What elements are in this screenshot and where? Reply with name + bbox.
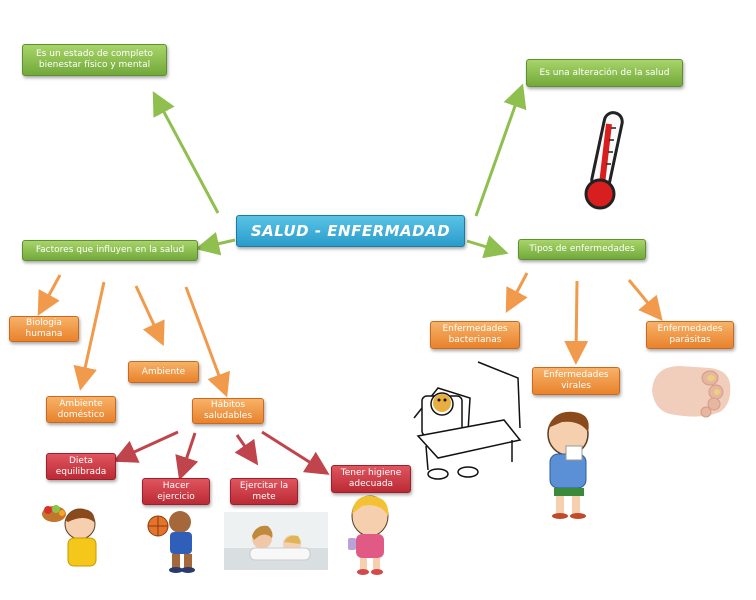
node-biologia[interactable]: Biologia humana (9, 316, 79, 342)
arrow-to-ejercicio (175, 432, 199, 481)
arrow-to-higiene (261, 430, 330, 475)
arrow-to-biologia (37, 274, 62, 316)
node-ambiente[interactable]: Ambiente (128, 361, 199, 383)
node-meta[interactable]: Ejercitar la mete (230, 478, 298, 505)
arrow-to-bacterianas (505, 272, 529, 313)
center-node[interactable]: SALUD - ENFERMADAD (236, 215, 465, 247)
arrow-to-tipos (466, 235, 509, 259)
node-higiene[interactable]: Tener higiene adecuada (331, 465, 411, 493)
sick-boy-sneezing-illustration (547, 411, 589, 519)
arrow-to-domestico (73, 281, 106, 391)
node-parasitas[interactable]: Enfermedades parásitas (646, 321, 734, 349)
node-habitos[interactable]: Hábitos saludables (192, 398, 264, 424)
arrow-to-meta (234, 434, 259, 466)
foot-with-fungus-photo (652, 366, 731, 418)
boy-with-fruit-illustration (42, 505, 97, 567)
arrow-to-parasitas (627, 279, 663, 321)
node-virales[interactable]: Enfermedades virales (532, 367, 620, 395)
boy-basketball-illustration (147, 511, 195, 573)
arrow-to-alteracion (474, 83, 527, 217)
arrow-to-habitos (184, 286, 231, 398)
sick-child-in-bed-illustration (413, 361, 522, 480)
arrow-to-virales (564, 280, 589, 365)
arrow-to-dieta (112, 430, 179, 463)
arrow-to-ambiente (134, 285, 165, 347)
node-dieta[interactable]: Dieta equilibrada (46, 453, 116, 480)
girl-hygiene-illustration (348, 495, 389, 575)
node-alteracion-salud[interactable]: Es una alteración de la salud (526, 59, 683, 87)
node-bacterianas[interactable]: Enfermedades bacterianas (430, 321, 520, 349)
node-ejercicio[interactable]: Hacer ejercicio (142, 478, 210, 505)
mother-and-child-photo (224, 512, 328, 570)
node-factores[interactable]: Factores que influyen en la salud (22, 240, 198, 261)
thermometer-icon (584, 111, 624, 210)
node-ambiente-domestico[interactable]: Ambiente doméstico (46, 396, 116, 423)
arrow-to-factores (195, 231, 236, 256)
arrow-to-estado (152, 91, 220, 214)
node-tipos[interactable]: Tipos de enfermedades (518, 239, 646, 260)
node-estado-bienestar[interactable]: Es un estado de completo bienestar físic… (22, 44, 167, 76)
